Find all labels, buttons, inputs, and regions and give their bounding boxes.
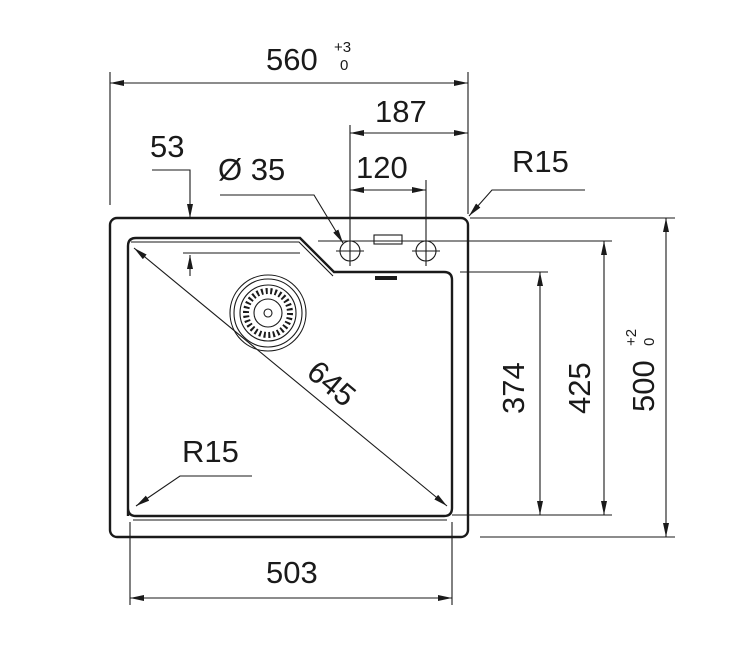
tap-plate: [373, 234, 403, 245]
tol-upper: +3: [334, 39, 351, 56]
dim-tap-offset: 187: [375, 94, 427, 129]
overflow-icon: [375, 276, 397, 280]
tap-hole-right: [412, 180, 440, 266]
tol-lower-depth: 0: [641, 338, 658, 346]
dim-bowl-width: 503: [266, 555, 318, 590]
tol-upper-depth: +2: [623, 329, 640, 346]
dim-tap-spacing: 120: [356, 150, 408, 185]
sink-outline: [108, 216, 470, 539]
dim-diagonal: 645: [301, 354, 363, 414]
dim-bowl-edge: 53: [150, 129, 184, 164]
tap-hole-left: [336, 125, 364, 266]
dim-bowl-depth-short: 374: [496, 362, 531, 414]
drain-icon: [229, 274, 307, 352]
dim-hole-diameter: Ø 35: [218, 152, 285, 187]
dim-corner-radius-outer: R15: [512, 144, 569, 179]
dim-bowl-depth: 425: [562, 362, 597, 414]
dim-overall-width: 560: [266, 42, 318, 77]
dim-corner-radius-bowl: R15: [182, 434, 239, 469]
tol-lower: 0: [340, 57, 348, 74]
bowl-outline: [126, 236, 454, 518]
dim-overall-depth: 500: [626, 360, 661, 412]
